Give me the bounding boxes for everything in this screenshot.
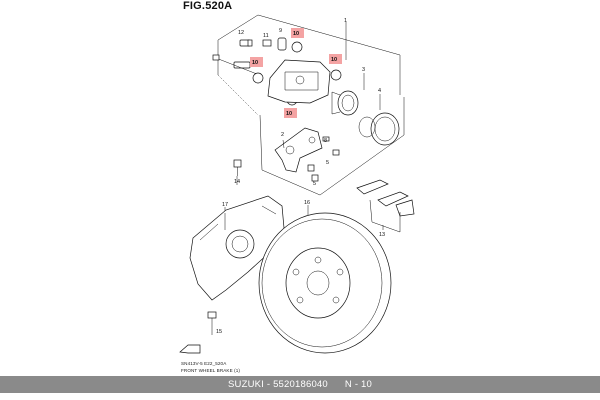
footer-part-number: SUZUKI - 5520186040 N - 10 (227, 379, 373, 390)
guide-pin-set (212, 37, 287, 77)
dust-shield (189, 195, 285, 301)
callout-10d: 10 (286, 111, 292, 117)
brake-pads (356, 179, 415, 233)
callout-10b: 10 (252, 60, 258, 66)
diagram-name: FRONT WHEEL BRAKE (1) (181, 368, 241, 373)
callout-17: 17 (222, 202, 228, 208)
callout-5b: 5 (313, 181, 316, 187)
caliper-bracket (274, 127, 323, 173)
callout-1: 1 (344, 18, 347, 24)
figure-title: FIG.520A (183, 0, 233, 12)
brake-disc (258, 205, 392, 354)
caliper-body (267, 59, 331, 104)
assembly-frame (217, 14, 405, 196)
disc-screw (207, 311, 217, 330)
callout-16: 16 (304, 200, 310, 206)
pad-clips (307, 136, 340, 182)
callout-8: 8 (324, 138, 327, 144)
callout-9: 9 (279, 28, 282, 34)
callout-10c: 10 (331, 57, 337, 63)
leader-lines (211, 22, 384, 335)
piston-seal (358, 112, 400, 146)
callout-5a: 5 (326, 160, 329, 166)
footer-bar: SUZUKI - 5520186040 N - 10 (0, 376, 600, 393)
callout-10a: 10 (293, 31, 299, 37)
callout-11: 11 (263, 33, 269, 39)
callout-13: 13 (379, 232, 385, 238)
diagram-code: SN413V-5 E22_520A (181, 361, 227, 366)
caliper-bolt (233, 159, 242, 176)
callout-15: 15 (216, 329, 222, 335)
callout-3: 3 (362, 67, 365, 73)
piston (331, 90, 359, 116)
callout-4: 4 (378, 88, 381, 94)
forward-arrow-icon (179, 344, 201, 354)
callout-2: 2 (281, 132, 284, 138)
callout-12: 12 (238, 30, 244, 36)
callout-14: 14 (234, 179, 240, 185)
